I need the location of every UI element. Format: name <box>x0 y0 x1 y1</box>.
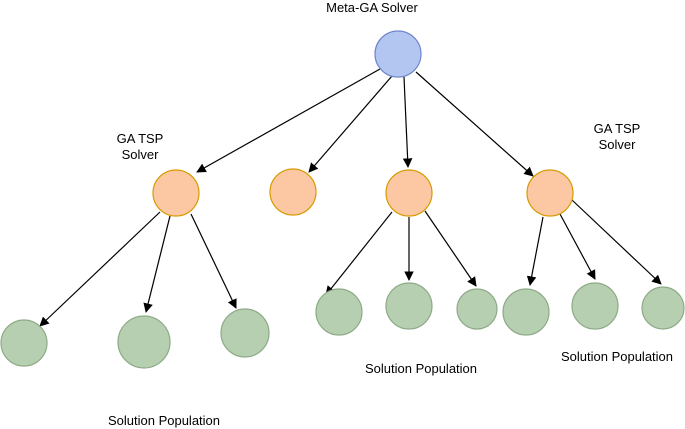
population-label-1: Solution Population <box>107 413 221 428</box>
solver-node-1 <box>152 169 200 217</box>
solution-node-4 <box>315 288 363 336</box>
solver-node-4 <box>526 169 574 217</box>
ga-solver-label-left-line1: GA TSP <box>116 131 164 146</box>
edge-solver1-leaf-3 <box>190 213 237 309</box>
solver-node-2 <box>269 168 317 216</box>
ga-solver-label-right-line2: Solver <box>598 137 636 152</box>
solution-nodes <box>0 282 685 369</box>
ga-solver-label-right: GA TSP Solver <box>577 121 657 153</box>
edge-solver1-leaf-2 <box>143 215 171 313</box>
edge-solver1-leaf-1 <box>39 211 161 327</box>
edge-root-solver-3 <box>402 76 413 168</box>
edges <box>39 68 662 327</box>
edge-solver4-leaf-3 <box>571 199 662 285</box>
population-label-2: Solution Population <box>364 361 478 376</box>
root-label: Meta-GA Solver <box>326 0 418 15</box>
ga-solver-label-left-line2: Solver <box>121 147 159 162</box>
solution-node-5 <box>385 282 433 330</box>
solution-node-6 <box>456 288 498 330</box>
edge-root-solver-1 <box>196 68 381 173</box>
edge-solver4-leaf-2 <box>559 213 596 280</box>
edge-root-solver-4 <box>415 71 534 177</box>
population-label-3: Solution Population <box>560 349 674 364</box>
edge-root-solver-2 <box>308 75 393 173</box>
edge-solver3-leaf-3 <box>424 210 477 287</box>
solution-node-3 <box>220 308 270 358</box>
edge-solver4-leaf-1 <box>526 216 544 286</box>
ga-solver-label-left: GA TSP Solver <box>100 131 180 163</box>
ga-solver-label-right-line1: GA TSP <box>593 121 641 136</box>
solution-node-2 <box>117 315 171 369</box>
solution-node-9 <box>641 286 685 330</box>
solver-node-3 <box>385 169 433 217</box>
solution-node-7 <box>502 288 550 336</box>
root-node <box>374 30 422 78</box>
edge-solver3-leaf-1 <box>325 211 393 296</box>
solution-node-8 <box>571 282 619 330</box>
solution-node-1 <box>0 319 48 367</box>
solver-nodes <box>152 168 574 217</box>
